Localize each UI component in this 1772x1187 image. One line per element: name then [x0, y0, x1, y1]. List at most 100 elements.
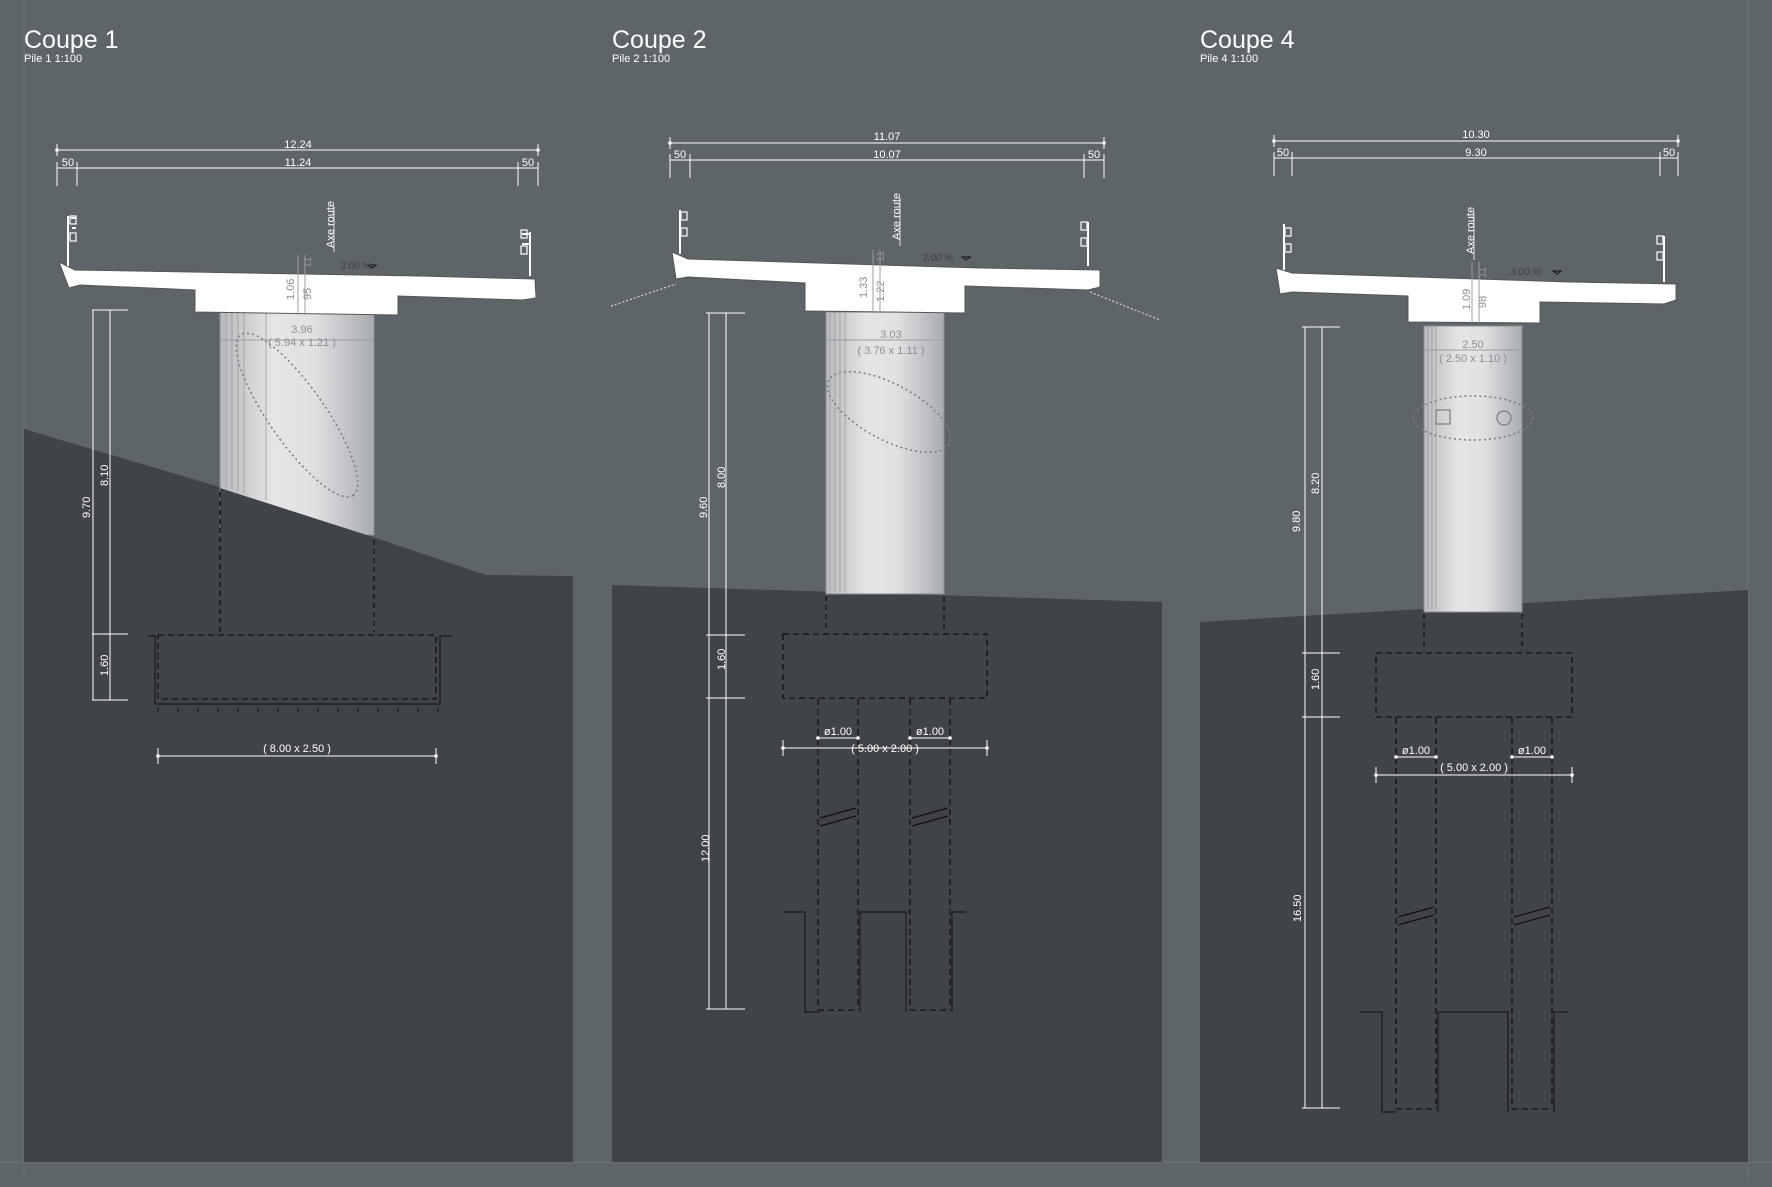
height-pier: 8.20 — [1310, 473, 1322, 494]
deck-thickness-lines-1 — [297, 255, 306, 315]
deck-slope: 3.00 % — [340, 261, 371, 272]
railings-4 — [1283, 224, 1665, 282]
slope-line-left — [610, 283, 677, 307]
height-dimension-1 — [92, 309, 128, 701]
section-1-drawing: 12.24 50 11.24 50 Axe route 3.00 % 1.06 … — [24, 139, 573, 1162]
section-1-subtitle: Pile 1 1:100 — [24, 53, 83, 65]
dim-tick — [1434, 755, 1438, 759]
dim-tick — [536, 148, 540, 152]
dim-tick — [781, 746, 785, 750]
deck-right-overhang: 50 — [1663, 147, 1675, 159]
pier-buried-1 — [219, 492, 375, 632]
deck-depth-1: 1.33 — [858, 277, 870, 298]
height-pier: 8.00 — [716, 467, 728, 488]
excavation-1 — [148, 635, 452, 713]
pier-section-ellipse-2 — [826, 370, 952, 454]
pier-ground-clip-1 — [220, 488, 374, 540]
footing-width-dimension-4 — [1375, 756, 1573, 783]
slope-arrow-icon — [1551, 270, 1563, 275]
height-footing: 1.60 — [716, 649, 728, 670]
deck-4 — [1275, 267, 1677, 324]
excavation-2 — [783, 911, 966, 1013]
ground-profile-1 — [24, 429, 573, 1162]
railing-post-icon — [1080, 237, 1088, 247]
dim-tick — [1394, 755, 1398, 759]
pile-diameter-right: ø1.00 — [916, 726, 944, 738]
pier-width: 3.03 — [880, 329, 901, 341]
dim-tick — [1570, 773, 1574, 777]
dim-tick — [668, 141, 672, 145]
height-total: 9.80 — [1291, 511, 1303, 532]
railing-post-icon — [1656, 251, 1664, 261]
pile-break-marks-4 — [1397, 906, 1551, 926]
slope-arrow-icon — [366, 264, 378, 269]
railing-post-icon — [1656, 235, 1664, 245]
section-2-subtitle: Pile 2 1:100 — [612, 53, 671, 65]
deck-depth-1: 1.09 — [1461, 289, 1473, 310]
pier-fluting-1 — [225, 310, 267, 500]
ground-profile-4 — [1200, 590, 1748, 1162]
railings-2 — [679, 210, 1089, 266]
deck-left-overhang: 50 — [62, 157, 74, 169]
deck-right-overhang: 50 — [522, 157, 534, 169]
pier-fluting-4 — [1427, 326, 1437, 610]
height-dimension-2 — [706, 312, 745, 1010]
pier-column-4 — [1423, 325, 1523, 613]
dim-tick — [1374, 773, 1378, 777]
piles-2 — [817, 699, 951, 1011]
dim-tick — [434, 754, 438, 758]
dim-tick — [1550, 755, 1554, 759]
deck-depth-3: 11 — [875, 251, 887, 262]
deck-left-overhang: 50 — [674, 149, 686, 161]
deck-thickness-lines-2 — [872, 250, 881, 313]
dim-tick — [156, 754, 160, 758]
railing-post-icon — [69, 215, 77, 225]
section-2-drawing: 11.07 50 10.07 50 Axe route 3.00 % 1.33 … — [610, 131, 1162, 1162]
height-piles: 12.00 — [700, 834, 712, 862]
road-axis-label: Axe route — [1465, 207, 1477, 254]
height-piles: 16.50 — [1292, 894, 1304, 922]
pier-buried-2 — [825, 596, 945, 632]
road-axis-label: Axe route — [325, 201, 337, 248]
pier-fluting-2 — [829, 312, 846, 592]
pier-section: ( 5.94 x 1.21 ) — [268, 337, 336, 349]
bearing-icon — [1496, 410, 1512, 426]
railing-post-icon — [520, 229, 528, 239]
height-footing: 1.60 — [1310, 669, 1322, 690]
dim-tick — [55, 148, 59, 152]
slope-line-right — [1089, 291, 1161, 321]
dim-tick — [1510, 755, 1514, 759]
railing-post-icon — [69, 232, 77, 242]
railing-post-icon — [1284, 243, 1292, 253]
pier-section-ellipse-1 — [235, 332, 359, 498]
deck-mid-width: 9.30 — [1465, 147, 1486, 159]
section-4-subtitle: Pile 4 1:100 — [1200, 53, 1259, 65]
excavation-4 — [1360, 1011, 1568, 1113]
footing-dimensions: ( 5.00 x 2.00 ) — [1440, 762, 1508, 774]
deck-depth-2: 98 — [1477, 296, 1489, 308]
railing-post-icon — [680, 211, 688, 221]
pier-width: 2.50 — [1462, 339, 1483, 351]
deck-depth-3: 11 — [302, 257, 314, 268]
height-total: 9.60 — [698, 497, 710, 518]
section-4-drawing: 10.30 50 9.30 50 Axe route 3.00 % 1.09 9… — [1200, 129, 1748, 1162]
footing-width-dimension-2 — [782, 737, 988, 756]
dim-tick — [908, 736, 912, 740]
pile-break-marks-2 — [819, 807, 949, 827]
height-pier: 8.10 — [99, 465, 111, 486]
deck-2 — [671, 251, 1101, 314]
deck-slope: 3.00 % — [1510, 267, 1541, 278]
deck-left-overhang: 50 — [1277, 147, 1289, 159]
road-axis-label: Axe route — [891, 193, 903, 240]
dim-tick — [856, 736, 860, 740]
pier-buried-4 — [1423, 614, 1523, 651]
bearing-icon — [1435, 409, 1451, 425]
deck-total-width: 10.30 — [1462, 129, 1490, 141]
dim-tick — [1272, 139, 1276, 143]
section-4-title: Coupe 4 — [1200, 26, 1295, 54]
deck-slope: 3.00 % — [922, 253, 953, 264]
deck-total-width: 12.24 — [284, 139, 312, 151]
deck-right-overhang: 50 — [1088, 149, 1100, 161]
pile-diameter-left: ø1.00 — [824, 726, 852, 738]
